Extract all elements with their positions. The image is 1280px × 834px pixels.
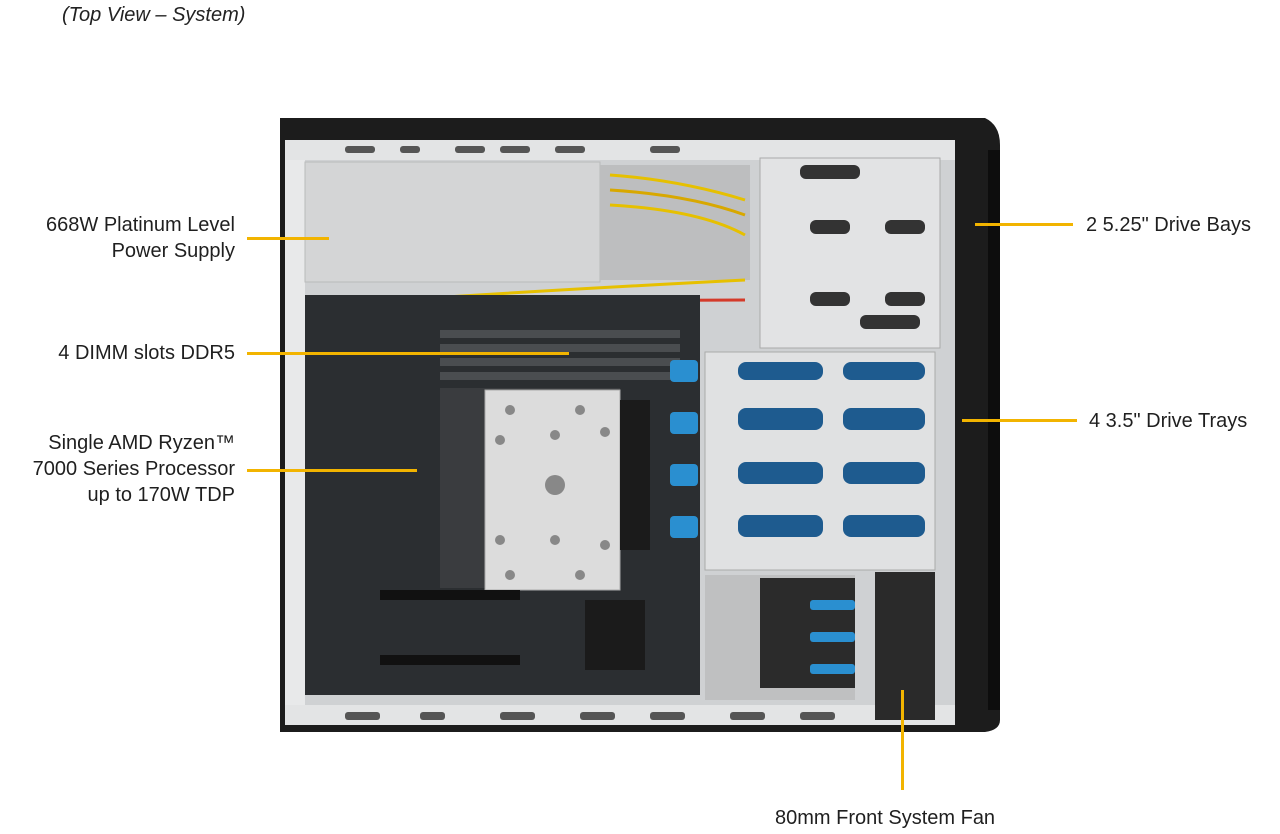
callout-power-supply: 668W Platinum Level Power Supply [0,212,235,264]
callout-fan: 80mm Front System Fan [775,805,1055,831]
callout-processor: Single AMD Ryzen™ 7000 Series Processor … [0,430,235,508]
chipset-heatsink [585,600,645,670]
drive-tray-latches [670,360,698,538]
bottom-rail [285,705,955,725]
callout-dimm: 4 DIMM slots DDR5 [0,340,235,366]
callout-drive-trays: 4 3.5" Drive Trays [1089,408,1280,434]
callout-processor-line1: Single AMD Ryzen™ [48,432,235,454]
dimm-slots [440,330,680,380]
callout-fan-line1: 80mm Front System Fan [775,807,996,829]
leader-dimm [247,352,569,355]
callout-power-supply-line2: Power Supply [111,240,235,262]
leader-drive-trays [962,419,1077,422]
drive-tray-cage [704,351,936,571]
callout-dimm-line1: 4 DIMM slots DDR5 [58,342,235,364]
callout-drive-trays-line1: 4 3.5" Drive Trays [1089,410,1248,432]
leader-fan [901,690,904,790]
front-bezel-ridges [988,150,1000,710]
callout-processor-line2: 7000 Series Processor [32,458,235,480]
leader-processor [247,469,417,472]
drive-bay-slots [800,165,925,329]
top-rail [285,140,955,160]
callout-drive-bays-line1: 2 5.25" Drive Bays [1086,214,1251,236]
power-supply-unit [304,161,601,283]
callout-processor-line3: up to 170W TDP [87,484,235,506]
pcie-slots [380,590,520,665]
fan-bracket-clips [810,600,855,674]
drive-tray-openings [738,362,925,537]
callout-power-supply-line1: 668W Platinum Level [46,214,235,236]
left-side-panel [285,160,305,705]
rail-slots [345,146,835,720]
leader-drive-bays [975,223,1073,226]
vrm-heatsink [620,400,650,550]
callout-drive-bays: 2 5.25" Drive Bays [1086,212,1280,238]
leader-power-supply [247,237,329,240]
view-caption: (Top View – System) [62,4,246,26]
heatsink-screws [495,405,610,580]
front-system-fan [875,572,935,720]
